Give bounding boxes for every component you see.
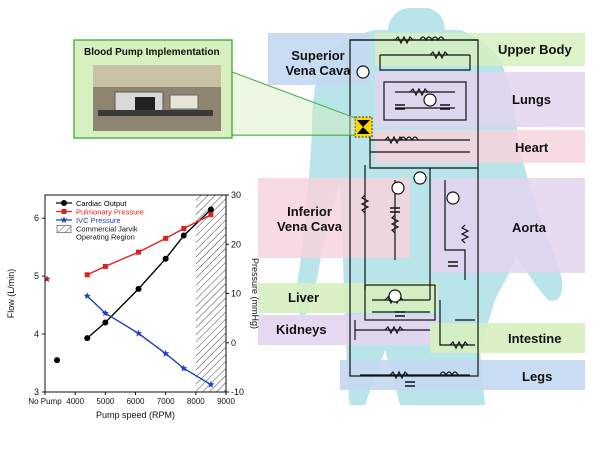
y-left-axis-label: Flow (L/min)	[6, 269, 16, 319]
band-lungs	[375, 72, 585, 127]
legend-entry: Operating Region	[76, 233, 135, 242]
data-point	[180, 364, 188, 372]
label-intestine: Intestine	[508, 331, 562, 346]
label-superior-vena-cava: Superior Vena Cava	[285, 48, 351, 78]
band-ivc	[258, 178, 410, 258]
data-point	[134, 329, 143, 337]
data-point	[162, 349, 170, 357]
data-point	[136, 249, 142, 255]
legend-swatch	[56, 225, 72, 233]
band-svc	[268, 33, 370, 85]
y-left-tick-label: 5	[34, 271, 39, 281]
y-right-tick-label: -10	[231, 387, 244, 397]
y-right-tick-label: 0	[231, 338, 236, 348]
label-upper-body: Upper Body	[498, 42, 572, 57]
data-point	[102, 319, 109, 326]
data-point	[181, 225, 187, 231]
x-tick-label: 9000	[217, 397, 235, 406]
shaded-region	[195, 195, 226, 392]
data-point	[162, 255, 169, 262]
legend-entry: Pulmonary Pressure	[76, 208, 144, 217]
y-right-tick-label: 20	[231, 239, 241, 249]
y-left-tick-label: 6	[34, 213, 39, 223]
x-tick-label: 4000	[66, 397, 84, 406]
data-point	[84, 272, 90, 278]
label-liver: Liver	[288, 290, 320, 305]
x-tick-label: No Pump	[28, 397, 62, 406]
inset-callout	[231, 71, 356, 136]
legend-entry: IVC Pressure	[76, 216, 121, 225]
x-tick-label: 8000	[187, 397, 205, 406]
legend-entry: Commercial Jarvik	[76, 225, 138, 234]
data-point	[84, 335, 91, 342]
data-point	[135, 285, 142, 292]
series-line	[86, 214, 212, 276]
y-left-tick-label: 4	[34, 329, 39, 339]
data-point	[61, 209, 67, 214]
label-inferior-vena-cava: Inferior Vena Cava	[276, 204, 343, 234]
capacitor-symbols	[390, 104, 458, 387]
label-heart: Heart	[515, 140, 549, 155]
resistor-symbols	[360, 35, 470, 380]
series-line	[86, 295, 212, 386]
inductor-symbols	[399, 36, 459, 377]
label-aorta: Aorta	[512, 220, 546, 235]
pressure-source-symbols	[356, 65, 460, 303]
band-heart	[375, 130, 585, 163]
data-point	[180, 232, 187, 239]
x-axis-label: Pump speed (RPM)	[96, 410, 175, 420]
circuit-wires	[349, 39, 479, 377]
x-tick-label: 6000	[127, 397, 145, 406]
data-point	[101, 309, 109, 317]
inset-title: Blood Pump Implementation	[84, 47, 220, 58]
band-upper-body	[375, 33, 585, 66]
data-point	[60, 216, 68, 224]
label-lungs: Lungs	[512, 92, 551, 107]
data-point	[207, 206, 214, 213]
data-point	[83, 292, 91, 299]
y-left-tick-label: 3	[34, 387, 39, 397]
data-point	[163, 235, 169, 241]
x-tick-label: 5000	[96, 397, 114, 406]
series-line	[86, 208, 212, 339]
x-tick-label: 7000	[157, 397, 175, 406]
label-legs: Legs	[522, 369, 553, 384]
y-right-axis-label: Pressure (mmHg)	[250, 258, 260, 329]
data-point	[102, 263, 108, 269]
chart: No Pump 4000 5000 6000 7000 8000 9000 3 4 5 6 -10 0 1…	[6, 190, 260, 420]
y-right-tick-label: 30	[231, 190, 241, 200]
y-right-tick-label: 10	[231, 289, 241, 299]
data-point	[61, 200, 67, 206]
data-point	[207, 380, 215, 388]
no-pump-point	[43, 275, 51, 283]
label-kidneys: Kidneys	[276, 322, 327, 337]
no-pump-point	[54, 357, 60, 364]
band-liver	[258, 283, 438, 313]
data-point	[208, 212, 214, 218]
legend-entry: Cardiac Output	[76, 199, 127, 208]
